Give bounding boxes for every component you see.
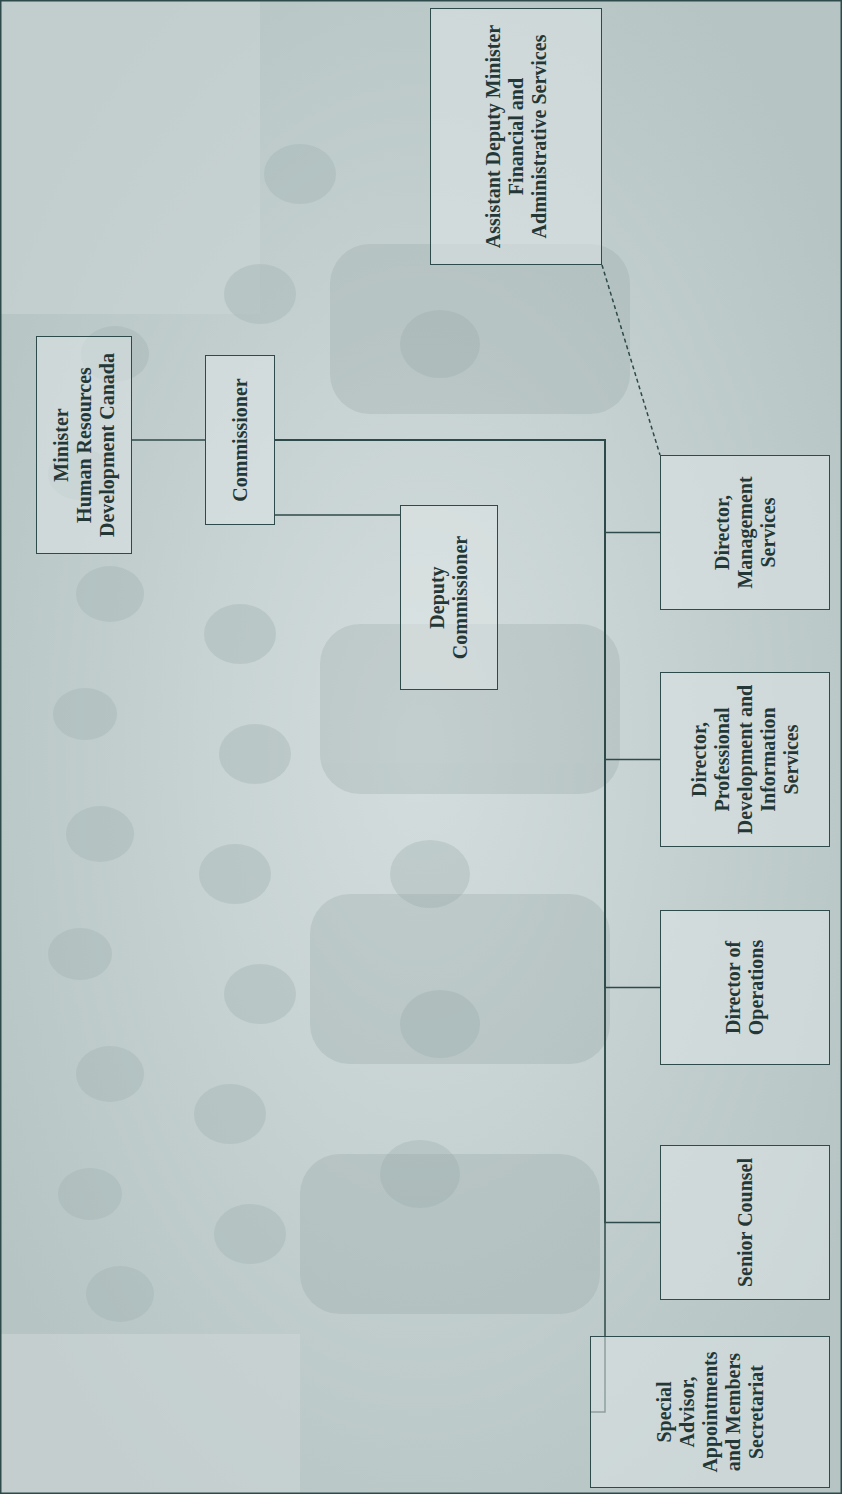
box-label: Human Resources Development Canada xyxy=(73,345,119,545)
deputy-commissioner-box: Deputy Commissioner xyxy=(400,505,498,690)
box-label: Minister xyxy=(50,345,73,545)
org-connector xyxy=(275,440,605,1412)
org-connector xyxy=(275,440,660,988)
director-box: Director, Management Services xyxy=(660,455,830,610)
director-box: Special Advisor, Appointments and Member… xyxy=(590,1336,830,1488)
org-connector xyxy=(132,439,205,441)
box-label: Assistant Deputy Minister xyxy=(482,17,505,256)
box-label: Financial and Administrative Services xyxy=(505,17,551,256)
org-connector xyxy=(275,514,400,516)
box-label: Director of Operations xyxy=(722,919,768,1056)
box-label: Deputy Commissioner xyxy=(426,514,472,681)
box-label: Commissioner xyxy=(229,364,252,516)
director-box: Director, Professional Development and I… xyxy=(660,672,830,847)
org-connector xyxy=(275,440,660,1223)
dashed-connector xyxy=(602,265,660,455)
box-label: Senior Counsel xyxy=(734,1154,757,1291)
director-box: Director of Operations xyxy=(660,910,830,1065)
box-label: Director, Professional Development and I… xyxy=(688,681,803,838)
minister-box: MinisterHuman Resources Development Cana… xyxy=(36,336,132,554)
box-label: Special Advisor, Appointments and Member… xyxy=(653,1345,768,1479)
director-box: Senior Counsel xyxy=(660,1145,830,1300)
assistant-deputy-minister-box: Assistant Deputy MinisterFinancial and A… xyxy=(430,8,602,265)
commissioner-box: Commissioner xyxy=(205,355,275,525)
box-label: Director, Management Services xyxy=(711,464,780,601)
org-connector xyxy=(275,440,660,760)
